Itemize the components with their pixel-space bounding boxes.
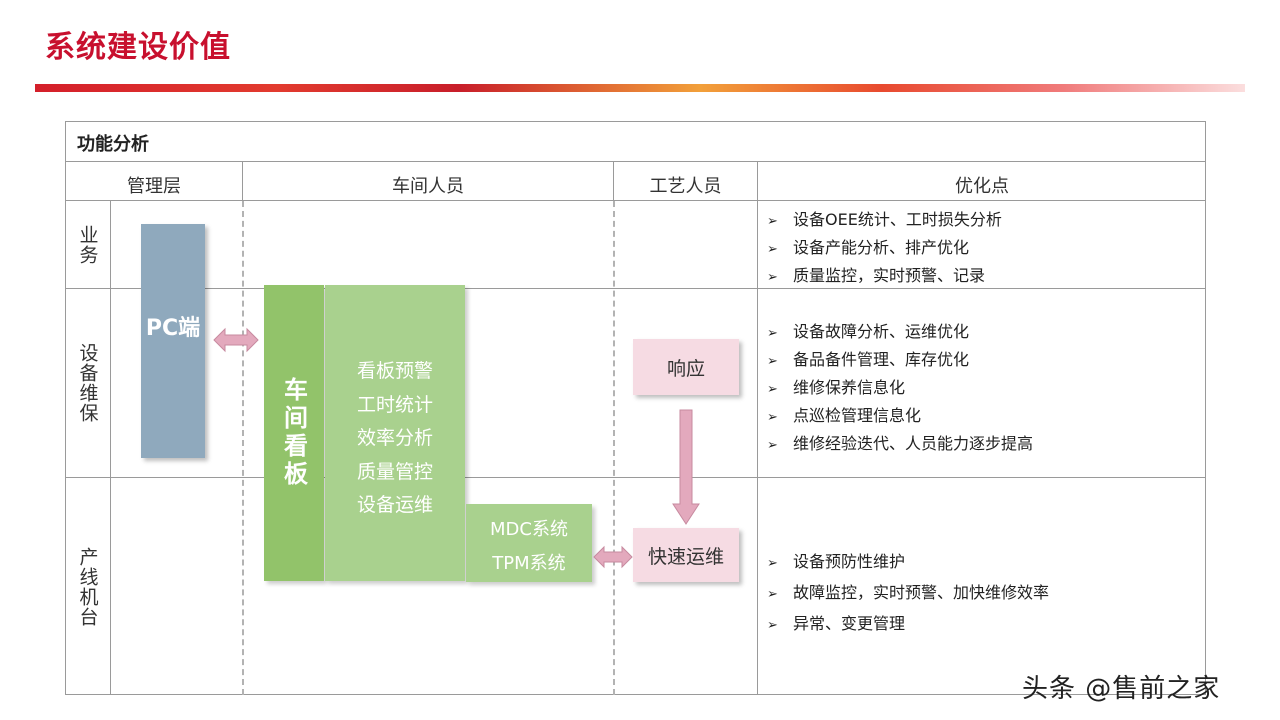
arrow-bullet-icon: ➢	[767, 410, 778, 425]
arrow-bullet-icon: ➢	[767, 242, 778, 257]
opt-maintenance-item: ➢维修保养信息化	[767, 375, 1033, 403]
arrow-bullet-icon: ➢	[767, 438, 778, 453]
arrow-bullet-icon: ➢	[767, 354, 778, 369]
row-header-maintenance: 设备维保	[76, 343, 99, 423]
board-item-efficiency: 效率分析	[356, 427, 433, 449]
arrow-bullet-icon: ➢	[767, 326, 778, 341]
board-item-warning: 看板预警	[356, 360, 433, 382]
row-divider-2	[65, 477, 1206, 478]
optimization-business-list: ➢设备OEE统计、工时损失分析 ➢设备产能分析、排产优化 ➢质量监控，实时预警、…	[767, 207, 1002, 291]
board-item-quality: 质量管控	[356, 460, 433, 483]
tpm-system-label: TPM系统	[492, 553, 566, 574]
arrow-bullet-icon: ➢	[767, 618, 778, 633]
board-item-hours: 工时统计	[356, 393, 433, 416]
optimization-maintenance-list: ➢设备故障分析、运维优化 ➢备品备件管理、库存优化 ➢维修保养信息化 ➢点巡检管…	[767, 319, 1033, 459]
opt-business-item: ➢质量监控，实时预警、记录	[767, 263, 1002, 291]
column-header-process: 工艺人员	[649, 176, 722, 197]
opt-maintenance-item: ➢设备故障分析、运维优化	[767, 319, 1033, 347]
opt-production-item: ➢异常、变更管理	[767, 609, 1049, 640]
col-divider-2-header	[613, 161, 614, 200]
title-banner	[35, 84, 1245, 92]
mdc-system-label: MDC系统	[490, 519, 568, 540]
fast-ops-box: 快速运维	[633, 528, 739, 582]
row-divider-1	[65, 288, 1206, 289]
board-item-maintenance: 设备运维	[356, 494, 433, 516]
column-header-optimization: 优化点	[955, 176, 1009, 197]
dashed-divider-1	[242, 201, 244, 695]
arrow-bullet-icon: ➢	[767, 587, 778, 602]
optimization-divider	[757, 161, 758, 695]
opt-maintenance-item: ➢点巡检管理信息化	[767, 403, 1033, 431]
opt-production-item: ➢设备预防性维护	[767, 547, 1049, 578]
column-header-management: 管理层	[127, 176, 181, 197]
response-box: 响应	[633, 339, 739, 395]
workshop-board-items: 看板预警 工时统计 效率分析 质量管控 设备运维	[325, 285, 465, 581]
opt-maintenance-item: ➢维修经验迭代、人员能力逐步提高	[767, 431, 1033, 459]
opt-business-item: ➢设备OEE统计、工时损失分析	[767, 207, 1002, 235]
analysis-table	[65, 121, 1206, 695]
opt-business-item: ➢设备产能分析、排产优化	[767, 235, 1002, 263]
mdc-tpm-block: MDC系统 TPM系统	[466, 504, 592, 582]
page-title: 系统建设价值	[45, 30, 231, 65]
header-divider	[65, 161, 1206, 162]
row-header-business: 业务	[76, 224, 99, 265]
pc-terminal-label: PC端	[145, 316, 201, 341]
watermark: 头条 @售前之家	[1022, 674, 1221, 704]
dashed-divider-2	[613, 201, 615, 695]
arrow-bullet-icon: ➢	[767, 270, 778, 285]
double-arrow-mdc-fastops	[593, 545, 633, 569]
opt-maintenance-item: ➢备品备件管理、库存优化	[767, 347, 1033, 375]
down-arrow-response-fastops	[672, 409, 700, 525]
double-arrow-pc-board	[213, 327, 259, 353]
section-title: 功能分析	[77, 134, 149, 155]
workshop-board-title: 车间看板	[264, 285, 324, 581]
arrow-bullet-icon: ➢	[767, 214, 778, 229]
arrow-bullet-icon: ➢	[767, 556, 778, 571]
arrow-bullet-icon: ➢	[767, 382, 778, 397]
opt-production-item: ➢故障监控，实时预警、加快维修效率	[767, 578, 1049, 609]
row-header-divider	[110, 200, 111, 695]
row-header-production: 产线机台	[76, 546, 99, 627]
optimization-production-list: ➢设备预防性维护 ➢故障监控，实时预警、加快维修效率 ➢异常、变更管理	[767, 547, 1049, 640]
col-divider-1-header	[242, 161, 243, 200]
column-header-divider	[65, 200, 1206, 201]
pc-terminal-block: PC端	[141, 224, 205, 458]
column-header-workshop: 车间人员	[392, 176, 464, 197]
